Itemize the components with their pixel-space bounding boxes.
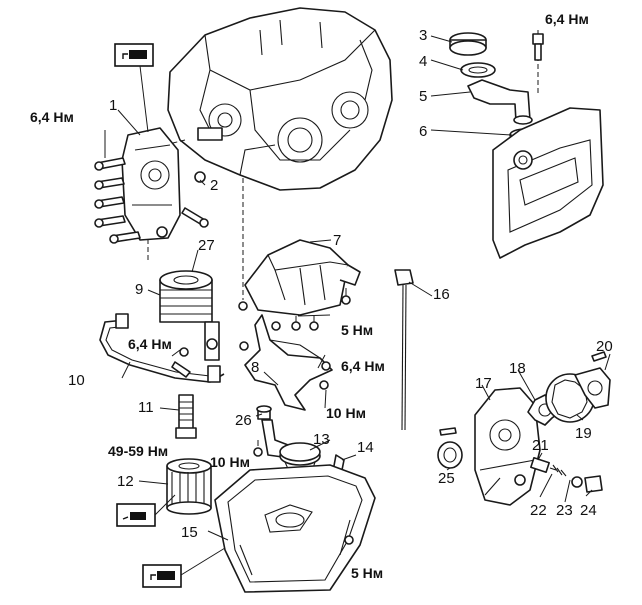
engine-block (167, 7, 393, 191)
relief-valve (530, 456, 603, 493)
callout-26: 26 (235, 412, 252, 429)
callout-6: 6 (419, 123, 427, 140)
torque-pipe-bolt: 6,4 Нм (128, 336, 172, 352)
oil-pipe (99, 313, 225, 383)
cover-screw (591, 351, 607, 362)
callout-5: 5 (419, 88, 427, 105)
oil-cooler (159, 270, 220, 361)
callout-20: 20 (596, 338, 613, 355)
callout-14: 14 (357, 439, 374, 456)
torque-strainer: 10 Нм (210, 454, 250, 470)
callout-3: 3 (419, 27, 427, 44)
callout-8: 8 (251, 359, 259, 376)
torque-top-bolt: 6,4 Нм (545, 11, 589, 27)
filter-connector (175, 394, 197, 439)
torque-pump-bolts: 6,4 Нм (30, 109, 74, 125)
callout-2: 2 (210, 177, 218, 194)
oil-baffle (244, 239, 361, 316)
callout-18: 18 (509, 360, 526, 377)
oil-pump-body (474, 387, 541, 506)
plug-2 (194, 171, 206, 183)
callout-9: 9 (135, 281, 143, 298)
oil-filler-cap (449, 32, 487, 56)
callout-4: 4 (419, 53, 427, 70)
callout-23: 23 (556, 502, 573, 519)
oil-pan (214, 464, 376, 593)
stiffener-bracket (244, 314, 333, 411)
callout-24: 24 (580, 502, 597, 519)
oil-pump-housing (121, 127, 181, 241)
callout-12: 12 (117, 473, 134, 490)
callout-16: 16 (433, 286, 450, 303)
pump-bolts (94, 157, 209, 244)
leader-lines (104, 30, 611, 541)
bolt-top (532, 33, 544, 61)
oil-can-icon (116, 494, 176, 527)
callout-19: 19 (575, 425, 592, 442)
callout-15: 15 (181, 524, 198, 541)
pump-cover-plate (574, 367, 611, 409)
filler-gasket (460, 62, 496, 78)
pump-seal (437, 441, 463, 469)
torque-oil-pan: 5 Нм (351, 565, 383, 581)
torque-filter-connector: 49-59 Нм (108, 443, 168, 459)
sealant-icon (114, 43, 154, 133)
callout-7: 7 (333, 232, 341, 249)
torque-bracket: 6,4 Нм (341, 358, 385, 374)
timing-cover (492, 107, 604, 259)
filler-pipe (467, 79, 533, 125)
callout-10: 10 (68, 372, 85, 389)
callout-numbers: 1 2 3 4 5 6 7 8 9 10 11 12 13 14 15 16 1… (68, 27, 613, 541)
dipstick (394, 269, 414, 431)
callout-1: 1 (109, 97, 117, 114)
callout-21: 21 (532, 437, 549, 454)
callout-25: 25 (438, 470, 455, 487)
torque-labels: 6,4 Нм 6,4 Нм 6,4 Нм 6,4 Нм 5 Нм 10 Нм 1… (30, 11, 589, 581)
pump-bolt (439, 427, 457, 436)
callout-17: 17 (475, 375, 492, 392)
callout-11: 11 (138, 399, 154, 416)
sealant-icon-pan (142, 547, 226, 588)
bracket-bolts (179, 288, 351, 390)
torque-baffle: 5 Нм (341, 322, 373, 338)
callout-27: 27 (198, 237, 215, 254)
oil-filter (166, 458, 212, 515)
callout-13: 13 (313, 431, 330, 448)
callout-22: 22 (530, 502, 547, 519)
torque-bracket-bolt: 10 Нм (326, 405, 366, 421)
